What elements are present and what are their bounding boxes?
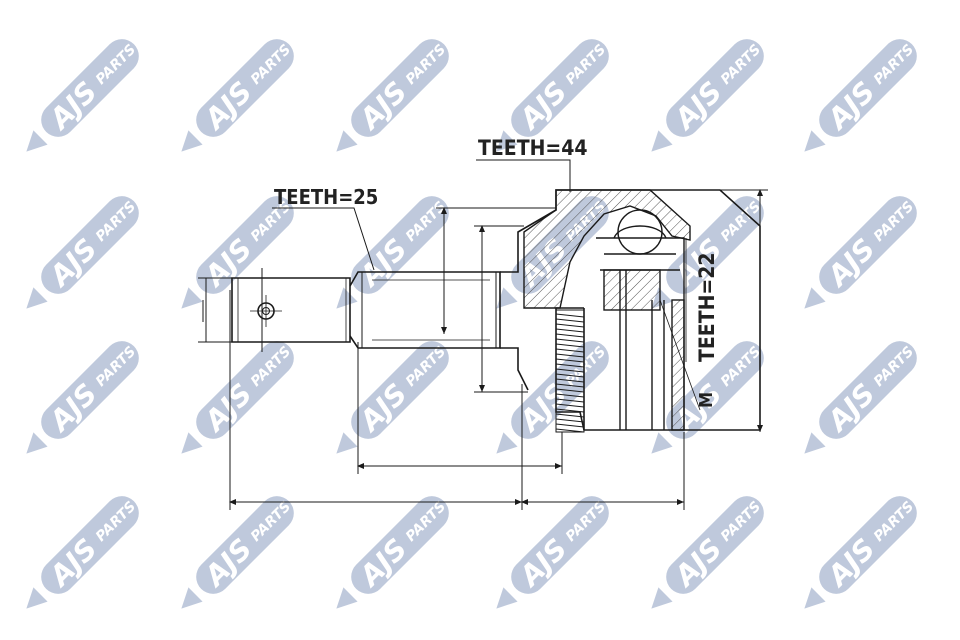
teeth-shaft-label: TEETH=25 (274, 185, 378, 209)
abs-tooth (555, 383, 585, 388)
abs-ring-body (555, 309, 585, 433)
shaft-stub (231, 277, 351, 343)
abs-tooth (555, 398, 585, 403)
inner-race (596, 209, 685, 431)
abs-tooth (555, 363, 585, 368)
abs-tooth (555, 343, 585, 348)
splined-shaft (349, 271, 501, 349)
ball (617, 209, 663, 255)
abs-tooth (555, 388, 585, 393)
abs-tooth (555, 358, 585, 363)
abs-tooth (555, 373, 585, 378)
abs-tooth (555, 418, 585, 423)
dim-m-label: M (696, 392, 717, 408)
abs-tooth (555, 338, 585, 343)
abs-tooth (555, 393, 585, 398)
abs-tooth (555, 368, 585, 373)
abs-tooth (555, 403, 585, 408)
abs-tooth (555, 313, 585, 318)
teeth-outer-label: TEETH=44 (478, 136, 588, 160)
abs-tooth (555, 428, 585, 433)
abs-tooth (555, 413, 585, 418)
abs-tooth (555, 323, 585, 328)
abs-tooth (555, 423, 585, 428)
abs-tooth (555, 353, 585, 358)
abs-tooth (555, 378, 585, 383)
abs-tooth (555, 408, 585, 413)
abs-tooth (555, 348, 585, 353)
abs-ring (555, 309, 585, 433)
abs-tooth (555, 333, 585, 338)
teeth-inner-label: TEETH=22 (695, 252, 719, 362)
abs-tooth (555, 328, 585, 333)
dimension-lines (198, 159, 768, 510)
abs-tooth (555, 318, 585, 323)
